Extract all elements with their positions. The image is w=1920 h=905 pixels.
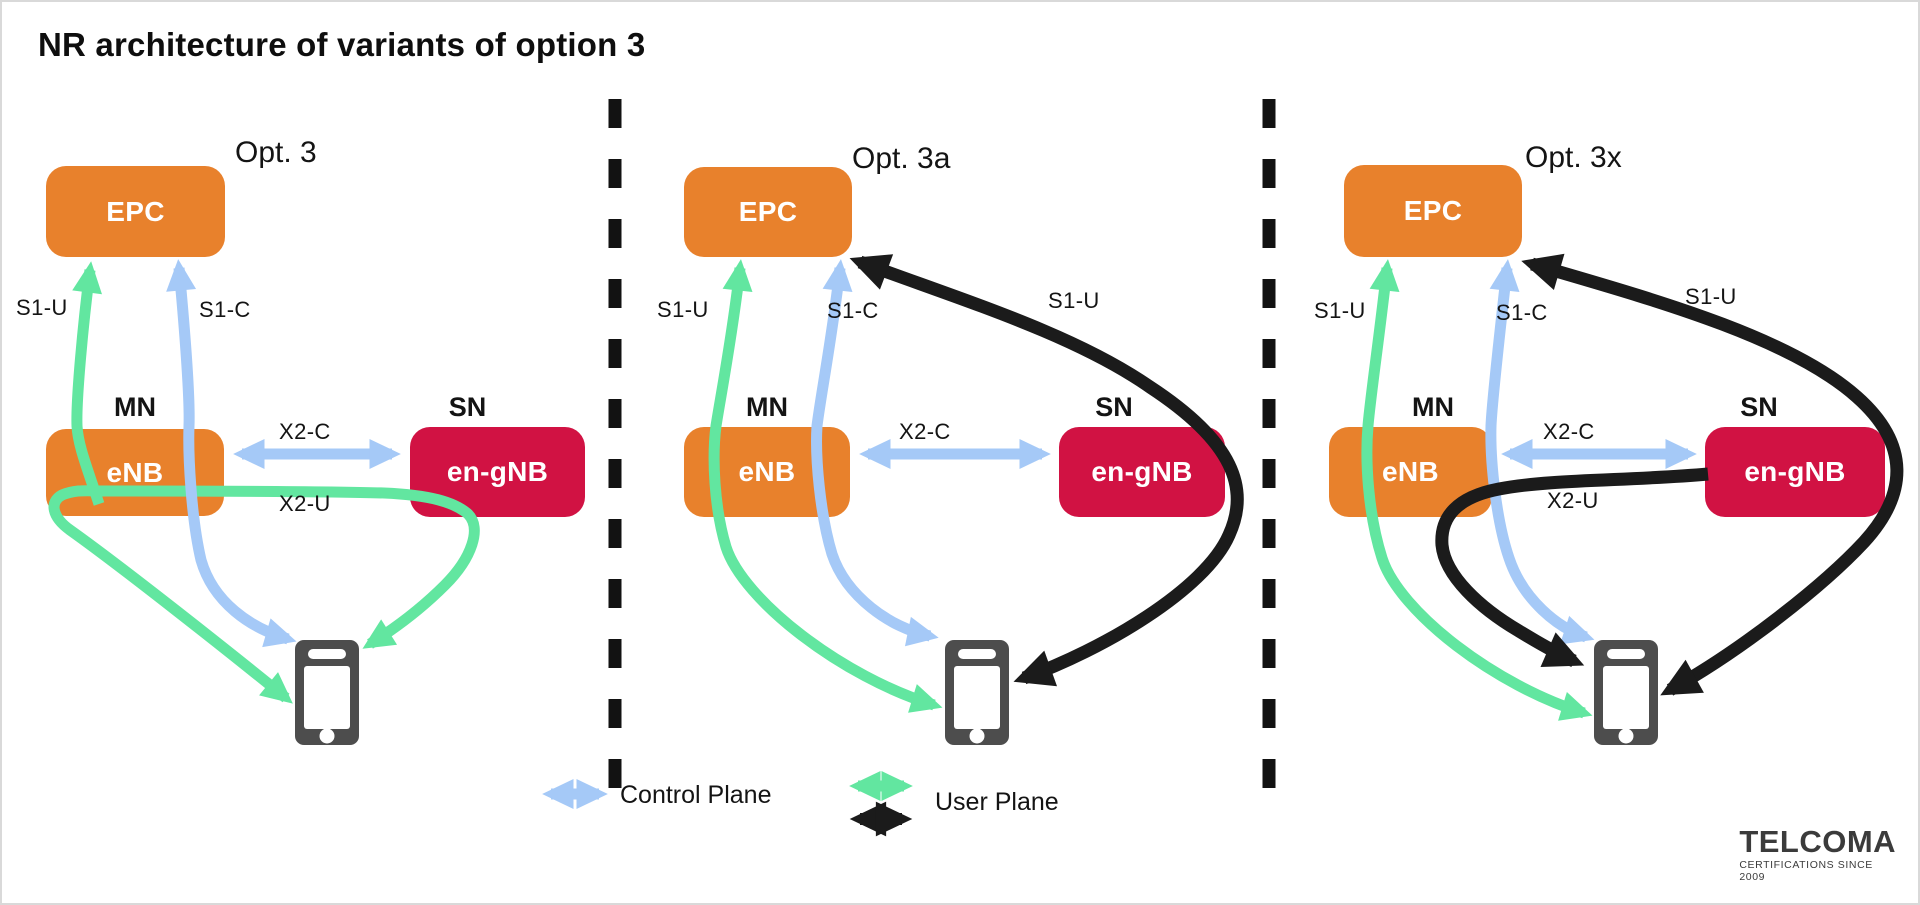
page-title: NR architecture of variants of option 3 [38,26,646,63]
epc-node: EPC [684,167,852,257]
epc-label: EPC [738,196,798,227]
panel-1-option-label: Opt. 3 [235,136,317,169]
logo-tagline: CERTIFICATIONS SINCE 2009 [1739,859,1873,883]
x2u-user-plane-arrow [48,485,480,704]
x2u-label: X2-U [1547,488,1599,513]
epc-node: EPC [46,166,225,257]
x2u-label: X2-U [279,491,331,516]
panel-2-option-label: Opt. 3a [852,142,951,175]
epc-node: EPC [1344,165,1522,257]
epc-label: EPC [106,195,165,227]
mn-tag: MN [1412,392,1454,422]
epc-label: EPC [1403,195,1463,226]
sn-tag: SN [448,392,487,422]
engnb-node: en-gNB [410,427,585,517]
s1u-label: S1-U [1314,298,1366,323]
enb-node: eNB [46,429,224,516]
smartphone-icon [295,640,359,745]
telcoma-logo: TELCOMA CERTIFICATIONS SINCE 2009 [1680,824,1900,886]
smartphone-icon [1594,640,1658,745]
enb-node: eNB [1329,427,1492,517]
panel-3-option-label: Opt. 3x [1525,141,1622,174]
engnb-node: en-gNB [1705,427,1885,517]
logo-brand: TELCOMA [1739,824,1897,859]
enb-node: eNB [684,427,850,517]
mn-tag: MN [746,392,788,422]
s1c-label: S1-C [827,298,879,323]
legend-control-plane-label: Control Plane [620,781,772,809]
mn-tag: MN [114,392,156,422]
legend-user-plane-label: User Plane [935,788,1059,816]
engnb-node: en-gNB [1059,427,1225,517]
x2c-label: X2-C [899,419,951,444]
engnb-label: en-gNB [1744,456,1846,487]
sn-tag: SN [1740,392,1778,422]
radio-waves-icon [1680,824,1731,886]
s1u-label: S1-U [16,295,68,320]
s1c-label: S1-C [1496,300,1548,325]
s1u-black-label: S1-U [1048,288,1100,313]
x2c-label: X2-C [279,419,331,444]
s1c-label: S1-C [199,297,251,322]
sn-tag: SN [1095,392,1133,422]
s1u-black-label: S1-U [1685,284,1737,309]
s1u-label: S1-U [657,297,709,322]
x2c-label: X2-C [1543,419,1595,444]
smartphone-icon [945,640,1009,745]
enb-label: eNB [106,456,164,488]
engnb-label: en-gNB [1091,456,1193,487]
enb-label: eNB [738,456,796,487]
engnb-label: en-gNB [446,456,549,487]
enb-label: eNB [1382,456,1439,487]
